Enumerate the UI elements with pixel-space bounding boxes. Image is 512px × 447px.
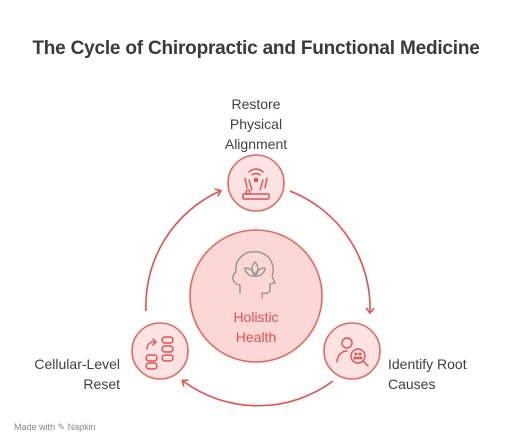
center-label-line1: Holistic [233, 309, 279, 325]
footer-brand: Napkin [67, 422, 96, 432]
arrow-left-to-top [145, 188, 223, 312]
node-top-label-line1: Restore [231, 96, 281, 112]
center-label: Holistic Health [196, 307, 316, 347]
node-right-circle [323, 322, 381, 380]
center-label-line2: Health [235, 329, 277, 345]
person-magnifier-icon [336, 337, 369, 367]
napkin-logo-icon: ✎ [57, 422, 66, 432]
node-top-label-line2: Physical [229, 116, 283, 132]
footer-attribution: Made with ✎ Napkin [14, 422, 96, 433]
node-right-label: Identify Root Causes [388, 354, 508, 394]
center-circle [189, 229, 323, 363]
arrow-right-to-left [181, 379, 334, 407]
lotus-head-icon [232, 250, 276, 299]
node-top-label: Restore Physical Alignment [186, 94, 326, 154]
node-left-label-line2: Reset [83, 376, 120, 392]
node-right-label-line2: Causes [388, 376, 436, 392]
node-top-circle [227, 154, 285, 212]
arrow-top-to-right [289, 190, 375, 315]
footer-text: Made with [14, 422, 56, 432]
node-left-circle [131, 322, 189, 380]
node-left-label: Cellular-Level Reset [0, 354, 120, 394]
cells-refresh-icon [145, 336, 174, 370]
node-right-label-line1: Identify Root [388, 356, 467, 372]
node-left-label-line1: Cellular-Level [34, 356, 120, 372]
node-top-label-line3: Alignment [224, 136, 288, 152]
diagram-title: The Cycle of Chiropractic and Functional… [32, 38, 480, 59]
chiropractic-adjustment-icon [242, 168, 270, 200]
